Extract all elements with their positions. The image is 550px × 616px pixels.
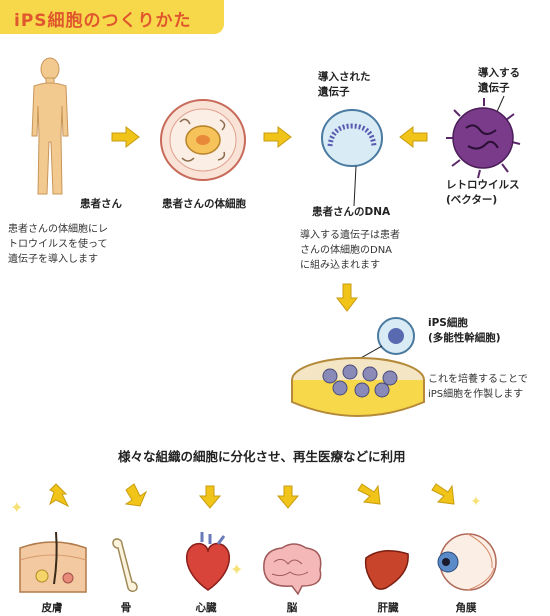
petri-dish-icon bbox=[291, 317, 425, 417]
organ-label-cornea: 角膜 bbox=[455, 602, 477, 614]
introduced-gene-label: 導入された 遺伝子 bbox=[318, 71, 371, 98]
retrovirus-icon bbox=[446, 95, 521, 179]
arrow-down-right-icon bbox=[357, 483, 381, 505]
sparkle-icon: ✦ bbox=[10, 498, 24, 517]
organ-label-liver: 肝臓 bbox=[377, 602, 399, 614]
patient-label: 患者さん bbox=[80, 198, 122, 210]
bone-icon bbox=[112, 538, 138, 592]
arrow-down-icon bbox=[276, 485, 300, 509]
arrow-left-icon bbox=[399, 125, 428, 149]
skin-icon bbox=[19, 531, 87, 593]
organ-label-brain: 脳 bbox=[286, 602, 298, 614]
eye-icon bbox=[437, 533, 497, 591]
retrovirus-label: レトロウイルス (ベクター) bbox=[446, 179, 520, 206]
dna-cell-icon bbox=[321, 109, 383, 207]
liver-icon bbox=[364, 550, 409, 590]
patient-description: 患者さんの体細胞にレ トロウイルスを使って 遺伝子を導入します bbox=[8, 224, 108, 265]
brain-icon bbox=[263, 543, 322, 596]
organ-label-bone: 骨 bbox=[120, 602, 132, 614]
heart-icon bbox=[185, 532, 231, 591]
patient-figure bbox=[31, 57, 69, 195]
culture-description: これを培養することで iPS細胞を作製します bbox=[428, 374, 528, 400]
somatic-cell-label: 患者さんの体細胞 bbox=[162, 198, 246, 210]
arrow-right-icon bbox=[111, 125, 140, 149]
arrow-down-right-icon bbox=[431, 483, 455, 505]
arrow-right-icon bbox=[263, 125, 292, 149]
arrow-down-icon bbox=[198, 485, 222, 509]
arrow-down-icon bbox=[335, 283, 359, 312]
gene-to-introduce-label: 導入する 遺伝子 bbox=[478, 67, 520, 94]
dna-label: 患者さんのDNA bbox=[312, 206, 391, 218]
sparkle-icon: ✦ bbox=[230, 560, 244, 579]
somatic-cell-icon bbox=[160, 99, 246, 181]
arrow-down-left-icon bbox=[124, 483, 148, 507]
differentiation-caption: 様々な組織の細胞に分化させ、再生医療などに利用 bbox=[118, 449, 406, 464]
organ-arrows bbox=[49, 483, 455, 509]
sparkle-icon: ✦ bbox=[470, 494, 482, 510]
title-banner bbox=[0, 0, 224, 34]
organ-label-skin: 皮膚 bbox=[41, 602, 63, 614]
dna-description: 導入する遺伝子は患者 さんの体細胞のDNA に組み込まれます bbox=[300, 230, 400, 271]
ips-cell-label: iPS細胞 (多能性幹細胞) bbox=[428, 317, 501, 344]
organ-label-heart: 心臓 bbox=[195, 602, 217, 614]
page-title: iPS細胞のつくりかた bbox=[14, 11, 192, 31]
arrow-down-left-icon bbox=[49, 483, 70, 508]
